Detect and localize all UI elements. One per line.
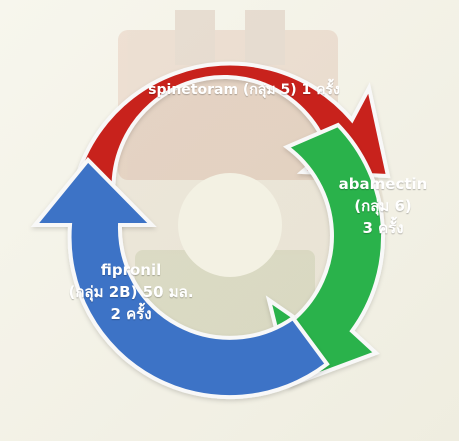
red-line-1: spinetoram (กลุ่ม 5) 1 ครั้ง: [148, 82, 340, 98]
blue-line-1: fipronil: [100, 261, 162, 279]
red-segment-label: spinetoram (กลุ่ม 5) 1 ครั้ง: [124, 80, 364, 100]
green-line-1: abamectin: [338, 175, 428, 193]
green-line-3: 3 ครั้ง: [362, 218, 404, 237]
center-hole: [178, 173, 282, 277]
green-segment-label: abamectin (กลุ่ม 6) 3 ครั้ง: [328, 174, 438, 239]
blue-cycle-arrow: [30, 157, 330, 400]
green-line-2: (กลุ่ม 6): [354, 196, 412, 215]
blue-line-3: 2 ครั้ง: [110, 304, 152, 323]
green-cycle-arrow: [265, 122, 386, 388]
blue-line-2: (กลุ่ม 2B) 50 มล.: [68, 282, 194, 301]
blue-segment-label: fipronil (กลุ่ม 2B) 50 มล. 2 ครั้ง: [36, 260, 226, 325]
